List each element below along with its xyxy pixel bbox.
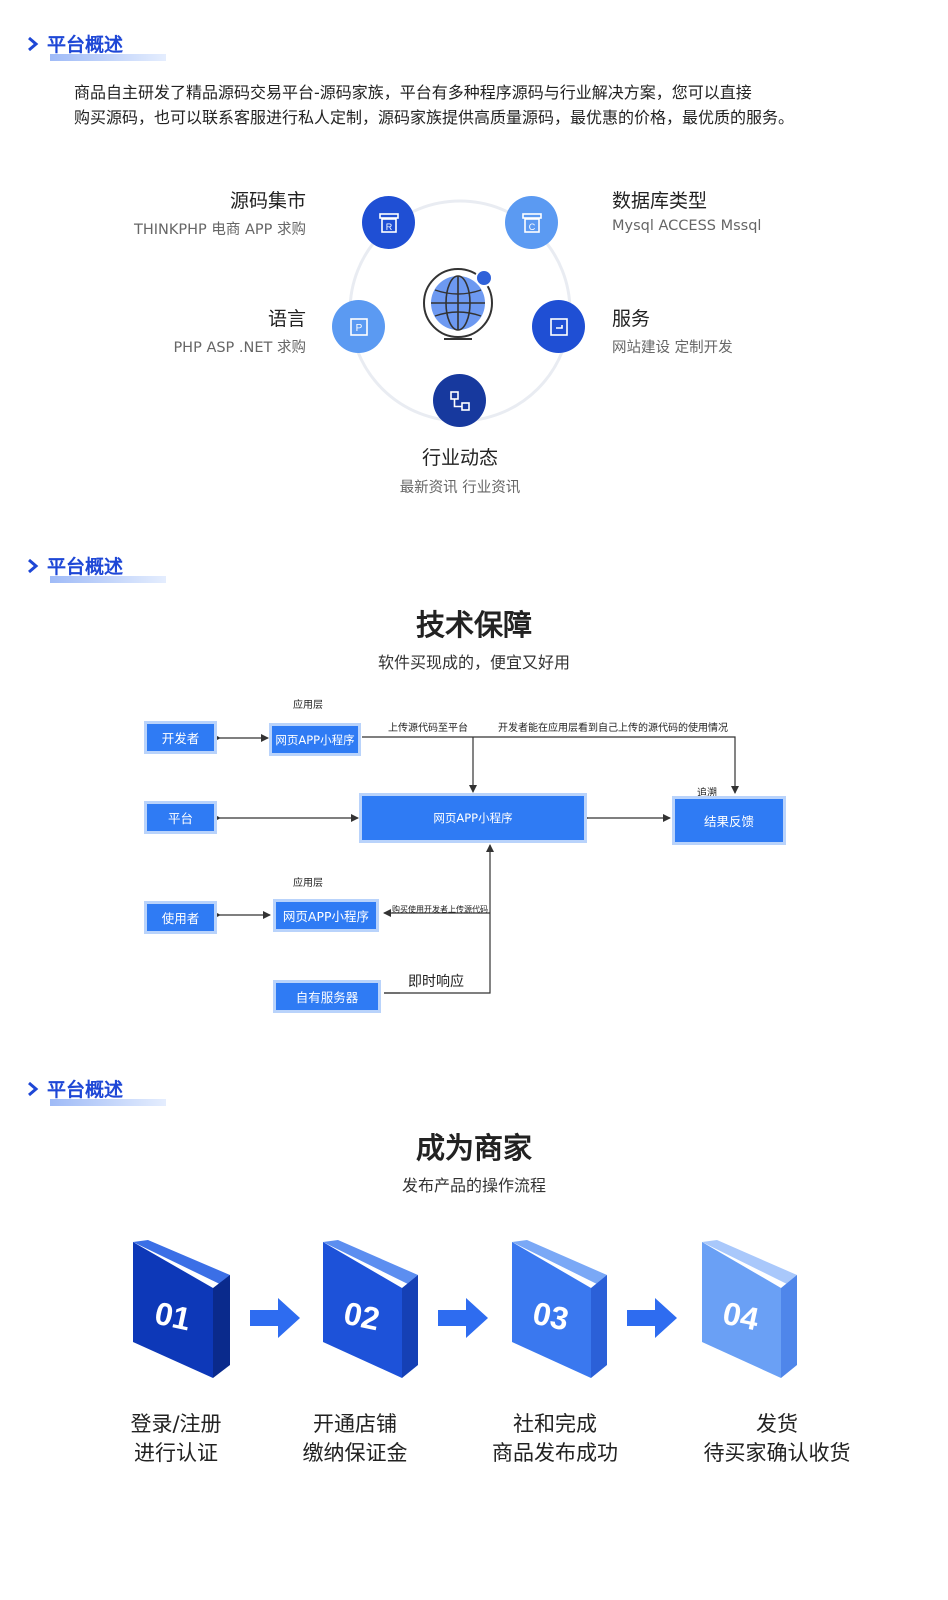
label-dev-see: 开发者能在应用层看到自己上传的源代码的使用情况 (498, 723, 728, 734)
node-source-market[interactable]: R (362, 196, 415, 249)
svg-text:R: R (385, 222, 392, 232)
step-cube-1: 01 (133, 1240, 230, 1378)
feature-title-industry-news: 行业动态 (421, 447, 498, 469)
intro-text: 商品自主研发了精品源码交易平台-源码家族，平台有多种程序源码与行业解决方案，您可… (74, 80, 894, 130)
intro-line-2: 购买源码，也可以联系客服进行私人定制，源码家族提供高质量源码，最优惠的价格，最优… (74, 108, 795, 127)
feature-sub-industry-news: 最新资讯 行业资讯 (399, 480, 521, 496)
language-icon: P (349, 317, 368, 336)
label-buy-use: 购买使用开发者上传源代码 (392, 905, 488, 914)
label-upload: 上传源代码至平台 (388, 723, 468, 734)
node-industry-news[interactable] (433, 374, 486, 427)
label-app-layer-top: 应用层 (293, 700, 323, 711)
step-label-2: 开通店铺 缴纳保证金 (302, 1412, 408, 1465)
step-label-4: 发货 待买家确认收货 (703, 1412, 851, 1465)
feature-title-service: 服务 (612, 308, 651, 330)
feature-sub-service: 网站建设 定制开发 (612, 340, 733, 356)
box-server: 自有服务器 (276, 983, 378, 1010)
box-user: 使用者 (147, 904, 214, 931)
feature-title-language: 语言 (267, 308, 306, 330)
label-trace: 追溯 (697, 788, 717, 799)
step-label-1: 登录/注册 进行认证 (130, 1412, 222, 1465)
svg-text:04: 04 (720, 1295, 762, 1338)
svg-text:C: C (528, 222, 535, 232)
globe-icon (423, 268, 493, 340)
section-title: 平台概述 (47, 1079, 124, 1101)
chevron-right-icon (28, 1081, 39, 1096)
svg-text:P: P (355, 323, 362, 334)
flow-icon (449, 390, 470, 411)
box-platform: 平台 (147, 804, 214, 831)
tech-title: 技术保障 (415, 608, 532, 642)
node-service[interactable] (532, 300, 585, 353)
database-icon: C (521, 212, 542, 233)
service-icon (549, 317, 568, 336)
tech-subtitle: 软件买现成的，便宜又好用 (377, 653, 570, 672)
node-language[interactable]: P (332, 300, 385, 353)
section-header-3: 平台概述 (26, 1075, 166, 1106)
feature-title-source-market: 源码集市 (229, 190, 306, 212)
step-label-3: 社和完成 商品发布成功 (492, 1412, 618, 1465)
chevron-right-icon (28, 558, 39, 573)
label-instant: 即时响应 (408, 974, 464, 990)
section-title: 平台概述 (47, 34, 124, 56)
box-developer: 开发者 (147, 724, 214, 751)
svg-text:03: 03 (530, 1295, 572, 1338)
repo-icon: R (378, 212, 399, 233)
chevron-right-icon (28, 36, 39, 51)
intro-line-1: 商品自主研发了精品源码交易平台-源码家族，平台有多种程序源码与行业解决方案，您可… (74, 83, 752, 102)
feature-title-database: 数据库类型 (612, 190, 708, 212)
merchant-subtitle: 发布产品的操作流程 (401, 1176, 546, 1195)
label-app-layer-bottom: 应用层 (293, 878, 323, 889)
section-title: 平台概述 (47, 556, 124, 578)
feature-sub-source-market: THINKPHP 电商 APP 求购 (133, 222, 306, 238)
svg-text:01: 01 (152, 1295, 194, 1338)
feature-sub-language: PHP ASP .NET 求购 (173, 340, 306, 356)
step-cube-4: 04 (702, 1240, 797, 1378)
box-result: 结果反馈 (675, 799, 783, 842)
box-main: 网页APP小程序 (362, 796, 584, 840)
box-mini-top: 网页APP小程序 (272, 726, 358, 753)
feature-sub-database: Mysql ACCESS Mssql (612, 218, 762, 234)
step-cube-2: 02 (323, 1240, 418, 1378)
step-cube-3: 03 (512, 1240, 607, 1378)
box-mini-bottom: 网页APP小程序 (276, 902, 376, 929)
node-database[interactable]: C (505, 196, 558, 249)
svg-text:02: 02 (341, 1295, 383, 1338)
merchant-title: 成为商家 (415, 1131, 532, 1165)
step-cubes: 01 02 03 04 (133, 1240, 797, 1378)
